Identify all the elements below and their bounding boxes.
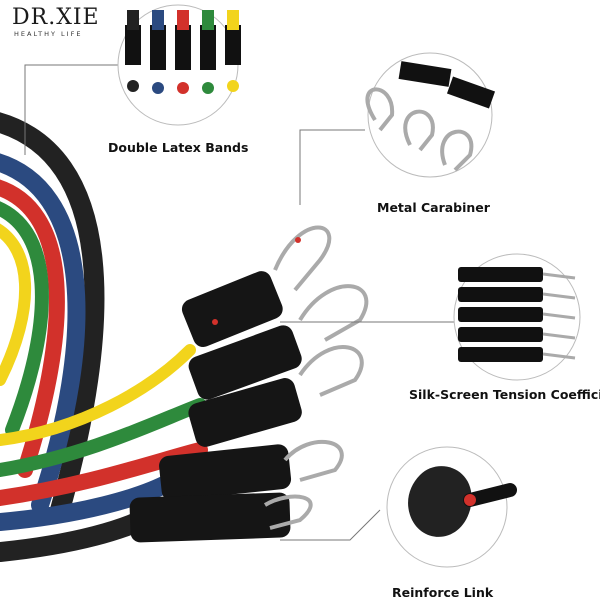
label-reinforce-link: Reinforce Link [392,585,494,600]
leader-reinforce [280,509,381,541]
band-green-coil [0,201,49,437]
leader-bands [24,64,118,155]
brand-logo: DR.XIE HEALTHY LIFE [12,5,107,39]
band-yellow-coil [0,223,31,386]
band-blue-coil [0,153,86,514]
leader-carabiner [299,129,365,205]
brand-tagline: HEALTHY LIFE [14,30,83,38]
handle-3 [188,345,364,447]
leader-lines [24,64,455,541]
band-green-tail [0,398,207,477]
label-double-latex-bands: Double Latex Bands [108,140,249,155]
handle-5 [129,492,313,543]
handle-4 [159,439,344,501]
brand-name: DR.XIE [12,5,100,30]
label-metal-carabiner: Metal Carabiner [377,200,490,215]
label-silk-screen-tension: Silk-Screen Tension Coefficie [409,387,600,402]
band-blue-tail [0,473,179,531]
band-red-coil [0,179,65,478]
detail-circle-bands [117,4,241,126]
detail-circle-carabiner [365,52,496,178]
band-black-coil [0,112,105,520]
coiled-bands [0,112,105,520]
detail-circle-reinforce [386,446,517,568]
band-yellow-tail [0,344,196,446]
handle-1 [181,225,332,348]
handle-2 [188,284,369,400]
detail-circle-tension [453,253,581,381]
